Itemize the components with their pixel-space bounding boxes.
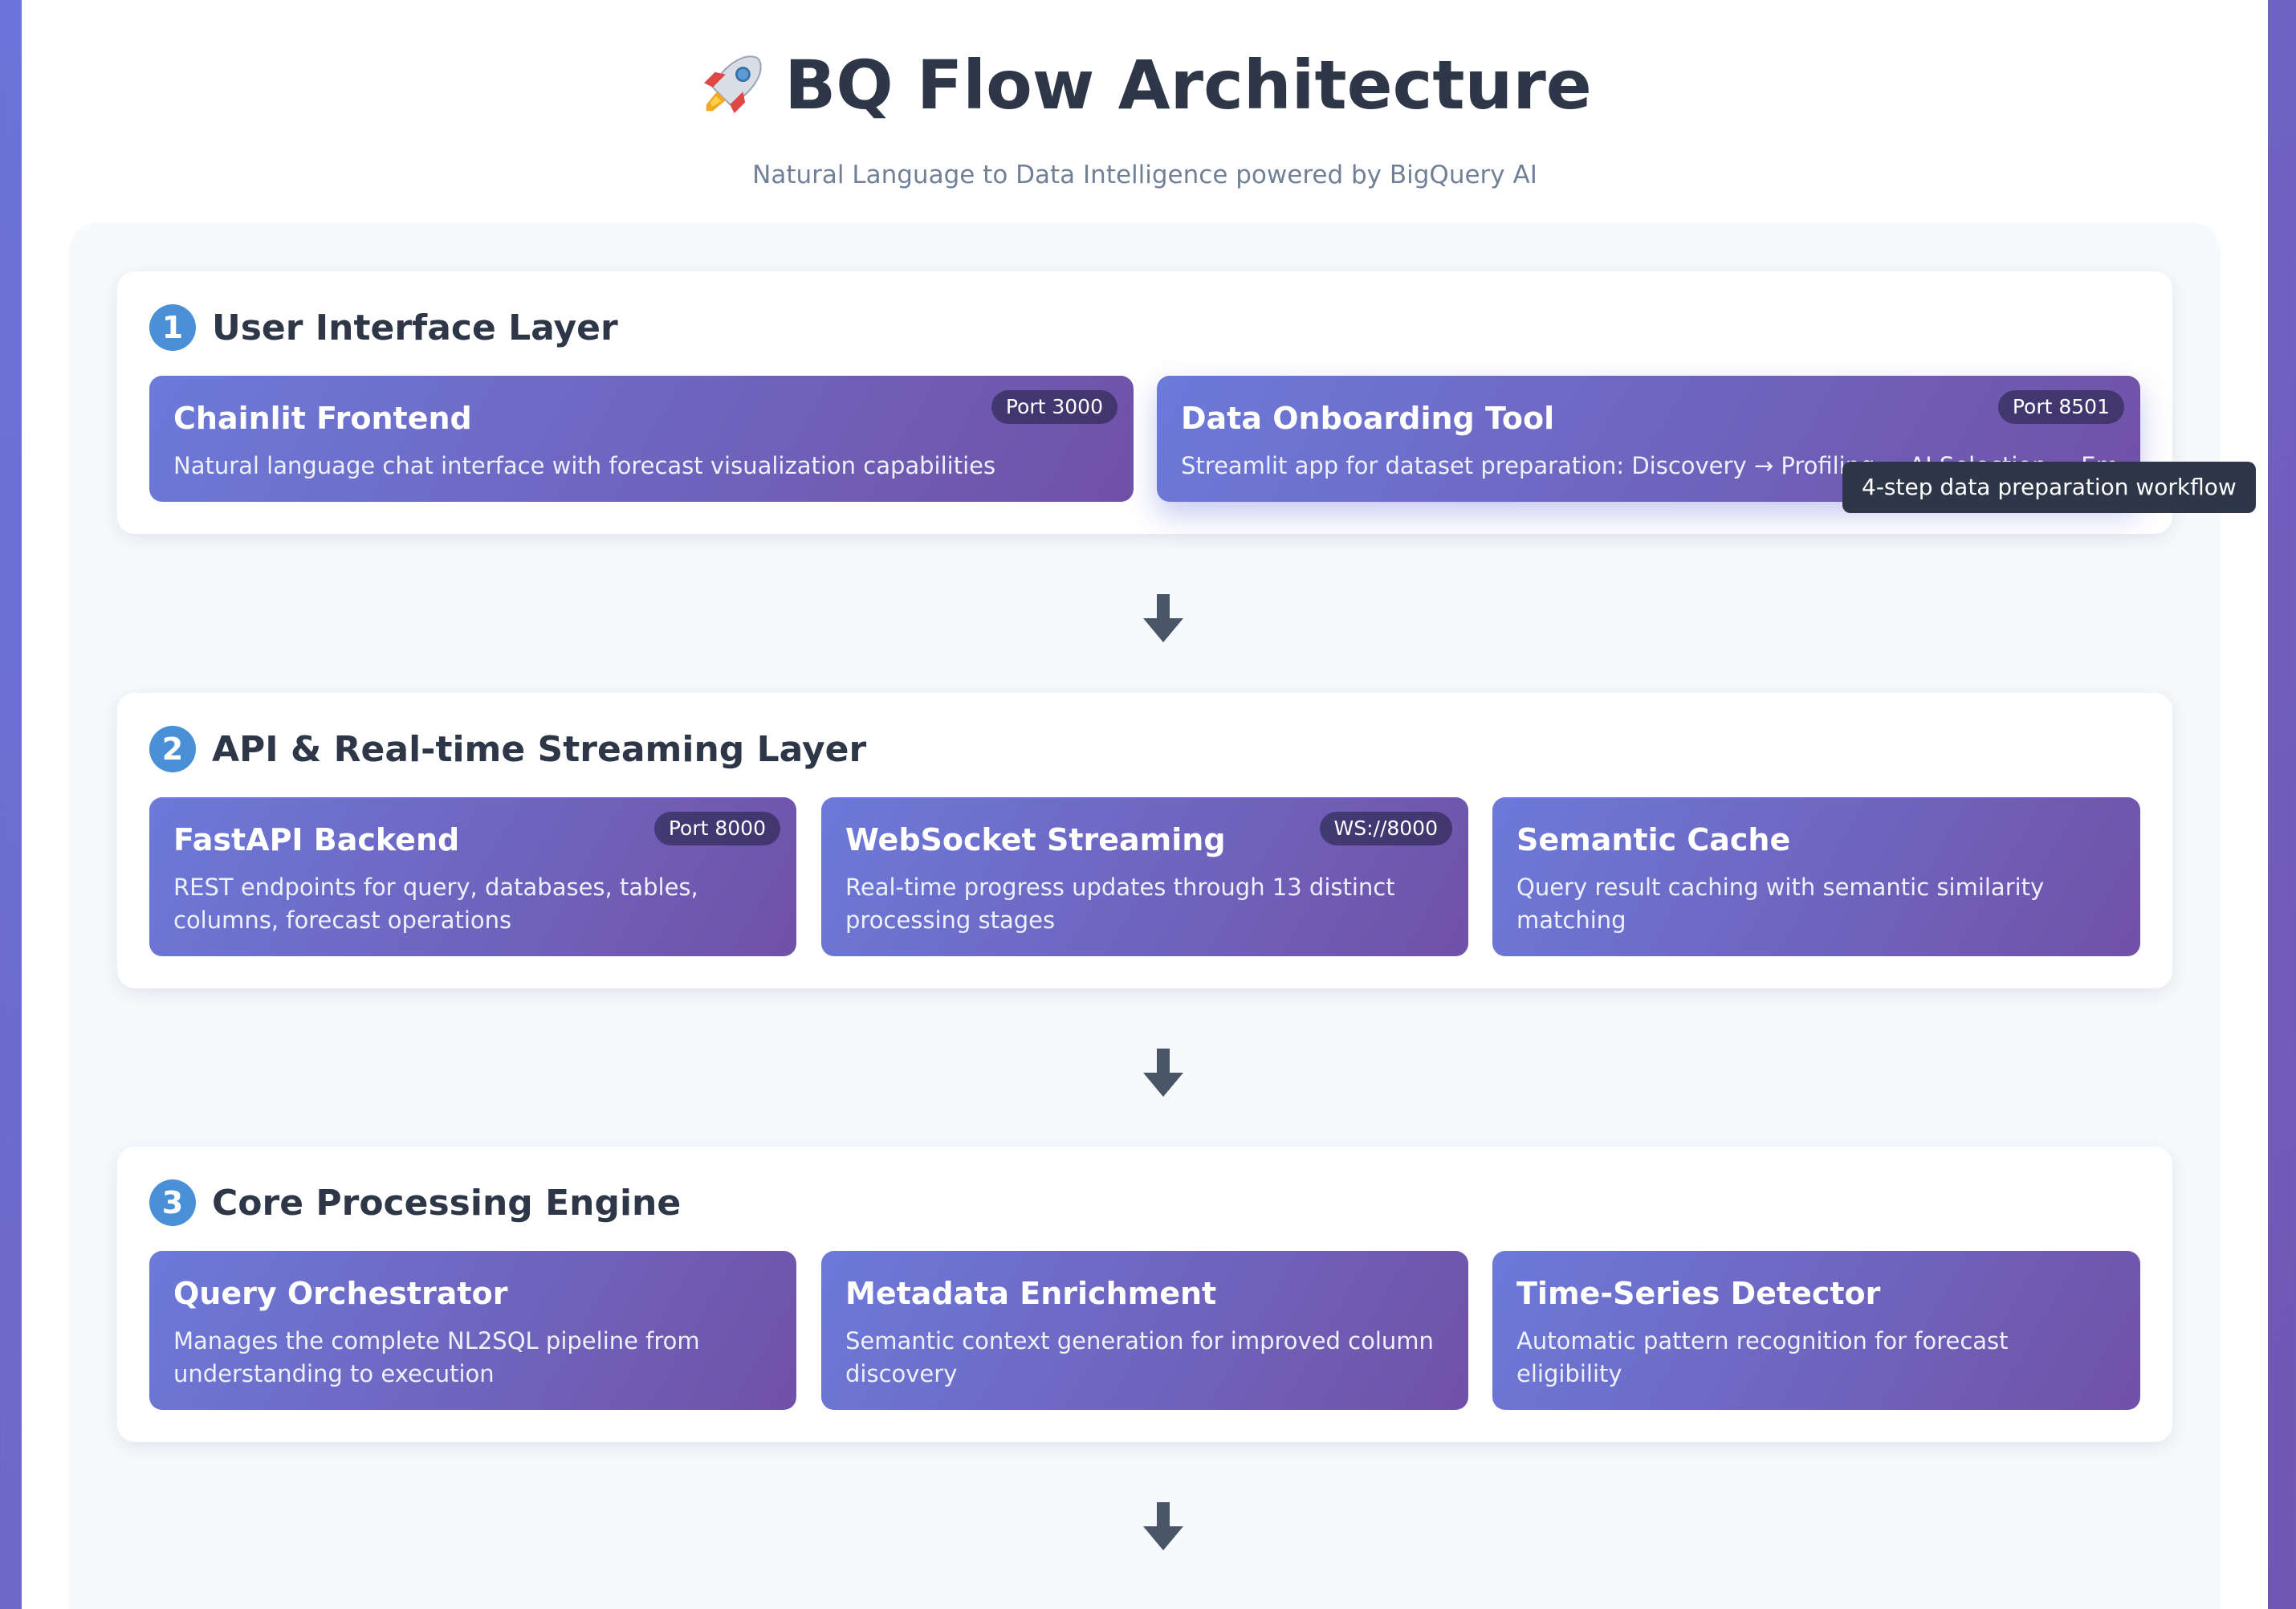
card-description: Semantic context generation for improved… [845, 1327, 1434, 1387]
layer-number-badge: 1 [149, 304, 196, 351]
layer-title: User Interface Layer [212, 307, 618, 348]
component-card-websocket-streaming[interactable]: WS://8000 WebSocket Streaming Real-time … [821, 797, 1468, 956]
architecture-page: BQ Flow Architecture Natural Language to… [22, 0, 2268, 1609]
component-card-query-orchestrator[interactable]: Query Orchestrator Manages the complete … [149, 1251, 796, 1410]
card-title: WebSocket Streaming [845, 822, 1226, 857]
card-title: Time-Series Detector [1516, 1276, 1881, 1311]
layer-core-processing: 3 Core Processing Engine Query Orchestra… [117, 1147, 2172, 1442]
diagram-canvas: 1 User Interface Layer Port 3000 Chainli… [69, 222, 2256, 1609]
page-header: BQ Flow Architecture Natural Language to… [22, 0, 2268, 189]
arrow-down-icon [1143, 594, 1183, 642]
card-description: Query result caching with semantic simil… [1516, 874, 2045, 934]
layer-title: Core Processing Engine [212, 1182, 682, 1224]
page-title-text: BQ Flow Architecture [784, 46, 1592, 124]
card-title: Semantic Cache [1516, 822, 1791, 857]
layer-title: API & Real-time Streaming Layer [212, 728, 867, 770]
layer-number-badge: 3 [149, 1179, 196, 1226]
card-title: Metadata Enrichment [845, 1276, 1217, 1311]
page-title: BQ Flow Architecture [22, 43, 2268, 127]
card-description: Automatic pattern recognition for foreca… [1516, 1327, 2009, 1387]
card-description: REST endpoints for query, databases, tab… [173, 874, 698, 934]
component-card-chainlit-frontend[interactable]: Port 3000 Chainlit Frontend Natural lang… [149, 376, 1134, 502]
arrow-down-icon [1143, 1049, 1183, 1097]
port-badge: Port 8000 [653, 812, 780, 845]
tooltip: 4-step data preparation workflow [1842, 462, 2256, 513]
card-title: Query Orchestrator [173, 1276, 508, 1311]
component-card-data-onboarding-tool[interactable]: Port 8501 Data Onboarding Tool Streamlit… [1157, 376, 2140, 502]
card-title: Chainlit Frontend [173, 401, 472, 436]
layer-api-streaming: 2 API & Real-time Streaming Layer Port 8… [117, 693, 2172, 988]
layer-user-interface: 1 User Interface Layer Port 3000 Chainli… [117, 271, 2256, 534]
card-description: Real-time progress updates through 13 di… [845, 874, 1395, 934]
arrow-down-icon [1143, 1502, 1183, 1550]
layer-header: 1 User Interface Layer [149, 303, 618, 352]
card-title: Data Onboarding Tool [1181, 401, 1555, 436]
layer-header: 2 API & Real-time Streaming Layer [149, 725, 866, 773]
card-description: Manages the complete NL2SQL pipeline fro… [173, 1327, 700, 1387]
component-card-metadata-enrichment[interactable]: Metadata Enrichment Semantic context gen… [821, 1251, 1468, 1410]
card-description: Natural language chat interface with for… [173, 452, 996, 479]
component-card-semantic-cache[interactable]: Semantic Cache Query result caching with… [1492, 797, 2140, 956]
card-title: FastAPI Backend [173, 822, 460, 857]
component-card-time-series-detector[interactable]: Time-Series Detector Automatic pattern r… [1492, 1251, 2140, 1410]
port-badge: Port 8501 [1997, 390, 2124, 424]
rocket-icon [704, 55, 762, 113]
component-card-fastapi-backend[interactable]: Port 8000 FastAPI Backend REST endpoints… [149, 797, 796, 956]
port-badge: WS://8000 [1319, 812, 1452, 845]
port-badge: Port 3000 [991, 390, 1117, 424]
layer-header: 3 Core Processing Engine [149, 1179, 681, 1227]
layer-number-badge: 2 [149, 726, 196, 772]
page-subtitle: Natural Language to Data Intelligence po… [752, 161, 1537, 189]
